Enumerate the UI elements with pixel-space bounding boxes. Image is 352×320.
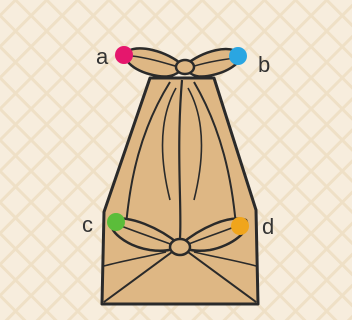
- bottom-knot: [170, 239, 190, 255]
- dot-c: [107, 213, 125, 231]
- label-b: b: [258, 52, 270, 77]
- label-a: a: [96, 44, 109, 69]
- top-knot: [176, 60, 194, 74]
- label-c: c: [82, 212, 93, 237]
- dot-a: [115, 46, 133, 64]
- label-d: d: [262, 214, 274, 239]
- dot-d: [231, 217, 249, 235]
- dot-b: [229, 47, 247, 65]
